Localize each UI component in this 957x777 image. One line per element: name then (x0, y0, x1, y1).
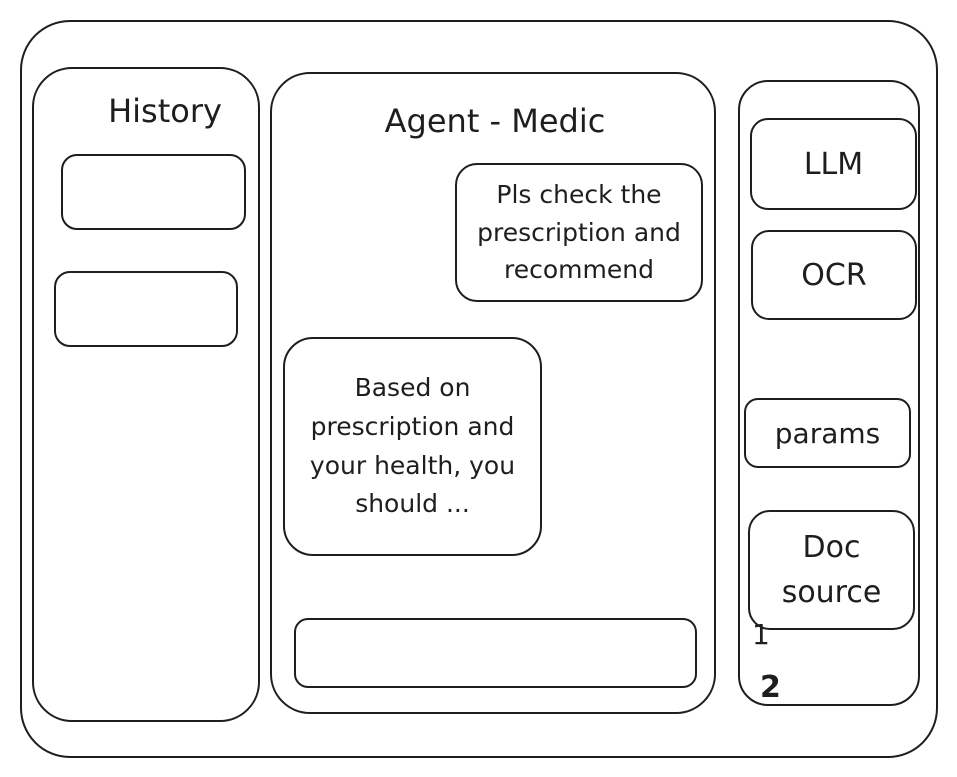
doc-source-label: Doc source (781, 530, 882, 610)
llm-button[interactable]: LLM (750, 118, 917, 210)
doc-item[interactable]: 1 (752, 618, 770, 651)
chat-input[interactable] (294, 618, 697, 688)
history-title: History (108, 92, 222, 130)
user-message: Pls check the prescription and recommend (455, 163, 703, 302)
params-button[interactable]: params (744, 398, 911, 468)
agent-message-text: Based on prescription and your health, y… (309, 373, 516, 519)
history-item[interactable] (61, 154, 246, 230)
doc-item[interactable]: 2 (760, 670, 781, 705)
ocr-button[interactable]: OCR (751, 230, 917, 320)
doc-source-button[interactable]: Doc source (748, 510, 915, 630)
ocr-label: OCR (801, 257, 867, 293)
history-item[interactable] (54, 271, 238, 347)
user-message-text: Pls check the prescription and recommend (477, 180, 681, 285)
llm-label: LLM (803, 146, 864, 182)
chat-title: Agent - Medic (384, 102, 606, 140)
agent-message: Based on prescription and your health, y… (283, 337, 542, 556)
params-label: params (774, 416, 881, 450)
